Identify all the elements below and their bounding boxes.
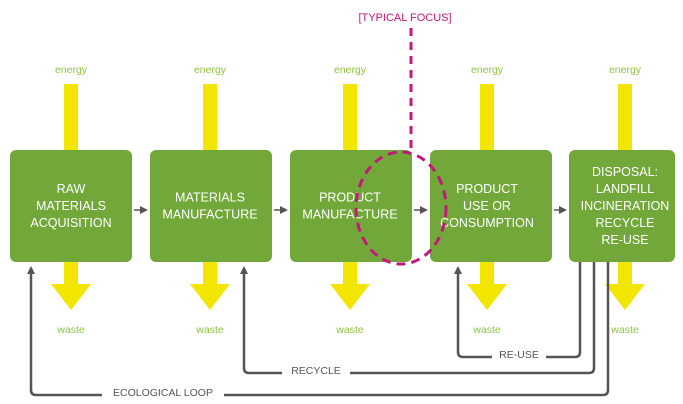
stage-box-background	[430, 150, 552, 262]
waste-output-arrow-head	[51, 284, 91, 310]
stage-box-label-line: MATERIALS	[36, 199, 106, 213]
stage-box-label-line: RECYCLE	[595, 216, 654, 230]
waste-output-arrow-shaft	[618, 258, 632, 286]
typical-focus-circle	[354, 150, 448, 266]
waste-output-arrow-head	[605, 284, 645, 310]
waste-output-arrow-shaft	[343, 258, 357, 286]
ecological-loop-line	[27, 262, 610, 397]
stage-box-label-line: LANDFILL	[596, 182, 654, 196]
stage-box-label-line: ACQUISITION	[30, 216, 111, 230]
loop-label-background	[492, 348, 546, 361]
stage-box-label-line: INCINERATION	[581, 199, 670, 213]
energy-label: energy	[471, 64, 504, 76]
stage-box-background	[569, 150, 675, 262]
energy-label: energy	[55, 64, 88, 76]
loop-label-reuse: RE-USE	[499, 349, 539, 361]
stage-box-background	[10, 150, 132, 262]
energy-label: energy	[194, 64, 227, 76]
stage-box-label-line: MANUFACTURE	[162, 208, 257, 222]
waste-output-arrow-head	[190, 284, 230, 310]
waste-output-arrow-shaft	[64, 258, 78, 286]
stage-box-background	[150, 150, 272, 262]
stage-box-label-line: CONSUMPTION	[440, 216, 534, 230]
waste-output-arrow-head	[330, 284, 370, 310]
stage-box: PRODUCT USE OR CONSUMPTION	[430, 150, 552, 262]
energy-label: energy	[609, 64, 642, 76]
recycle-loop-line	[240, 262, 596, 375]
waste-output-arrow-shaft	[203, 258, 217, 286]
feedback-loops: RE-USE RECYCLE ECOLOGICAL LOOP	[27, 262, 610, 399]
waste-label: waste	[335, 324, 364, 336]
stage-box: DISPOSAL: LANDFILL INCINERATION RECYCLE RE-U…	[569, 150, 675, 262]
stage-box-label-line: MANUFACTURE	[302, 208, 397, 222]
loop-label-ecological: ECOLOGICAL LOOP	[113, 387, 213, 399]
loop-label-recycle: RECYCLE	[291, 365, 341, 377]
stage-box: PRODUCT MANUFACTURE	[290, 150, 412, 262]
waste-label: waste	[195, 324, 224, 336]
stage-box-label-line: DISPOSAL:	[592, 165, 658, 179]
re-use-loop-line	[454, 262, 582, 359]
waste-label: waste	[56, 324, 85, 336]
loop-label-background	[102, 386, 224, 399]
energy-input-arrow	[64, 84, 78, 154]
waste-output-arrow-shaft	[480, 258, 494, 286]
stage-box: RAW MATERIALS ACQUISITION	[10, 150, 132, 262]
waste-output-arrow-head	[467, 284, 507, 310]
waste-label: waste	[610, 324, 639, 336]
energy-input-arrow	[618, 84, 632, 154]
energy-waste-arrows: energy waste energy waste energy waste energy w…	[51, 64, 645, 336]
stage-box-label-line: PRODUCT	[456, 182, 518, 196]
stage-box-label-line: RE-USE	[601, 233, 648, 247]
typical-focus-marker: [TYPICAL FOCUS]	[354, 12, 452, 266]
stage-box-background	[290, 150, 412, 262]
waste-label: waste	[472, 324, 501, 336]
stage-box-label-line: RAW	[57, 182, 86, 196]
stage-box-label-line: PRODUCT	[319, 191, 381, 205]
typical-focus-label: [TYPICAL FOCUS]	[358, 12, 451, 24]
energy-input-arrow	[203, 84, 217, 154]
stage-box-label-line: MATERIALS	[175, 191, 245, 205]
energy-input-arrow	[343, 84, 357, 154]
loop-label-background	[282, 364, 350, 377]
energy-label: energy	[334, 64, 367, 76]
stage-box-label-line: USE OR	[463, 199, 511, 213]
stage-boxes: RAW MATERIALS ACQUISITION MATERIALS MANUFACT…	[10, 150, 675, 262]
stage-box: MATERIALS MANUFACTURE	[150, 150, 272, 262]
energy-input-arrow	[480, 84, 494, 154]
